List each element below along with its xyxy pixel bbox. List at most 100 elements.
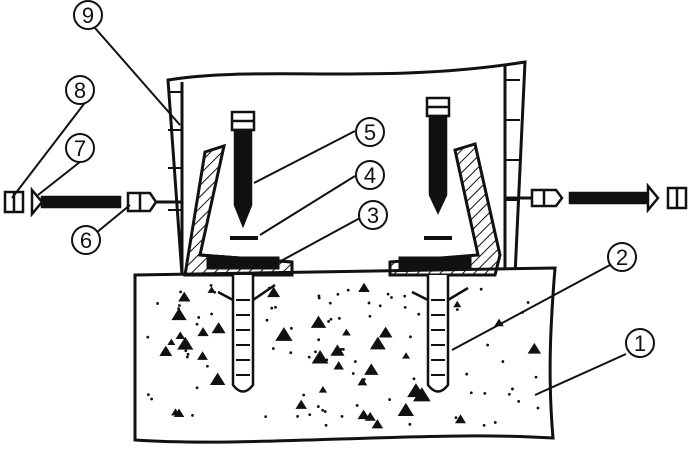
aggregate-grain	[482, 424, 486, 427]
callout-4: 4	[355, 160, 385, 190]
aggregate-stone	[159, 345, 173, 356]
aggregate-grain	[501, 360, 505, 363]
aggregate-grain	[336, 292, 340, 296]
aggregate-grain	[271, 347, 275, 350]
aggregate-stone	[178, 291, 191, 302]
aggregate-grain	[483, 391, 487, 395]
aggregate-grain	[534, 375, 538, 379]
aggregate-grain	[156, 302, 160, 305]
screw-vertical-left	[230, 110, 258, 240]
aggregate-grain	[339, 347, 343, 351]
callout-3: 3	[358, 200, 388, 230]
aggregate-grain	[314, 350, 317, 354]
aggregate-grain	[493, 421, 497, 424]
aggregate-grain	[146, 335, 150, 339]
aggregate-stone	[267, 286, 281, 298]
aggregate-grain	[353, 360, 357, 363]
aggregate-grain	[351, 372, 355, 375]
aggregate-grain	[177, 304, 181, 307]
aggregate-grain	[536, 406, 540, 410]
aggregate-grain	[454, 416, 458, 420]
callout-5-label: 5	[364, 120, 376, 145]
screw-vertical-right	[424, 96, 452, 240]
aggregate-grain	[195, 386, 199, 390]
aggregate-grain	[323, 410, 327, 413]
aggregate-grain	[146, 393, 150, 397]
aggregate-grain	[341, 347, 345, 351]
aggregate-grain	[307, 355, 311, 359]
aggregate-dots	[146, 282, 542, 429]
aggregate-stone	[357, 377, 368, 386]
aggregate-grain	[526, 301, 530, 304]
bracket-left	[183, 143, 294, 277]
aggregate-grain	[191, 413, 194, 417]
aggregate-stone	[454, 414, 466, 424]
aggregate-grain	[209, 284, 213, 287]
aggregate-stone	[177, 336, 194, 350]
aggregate-grain	[327, 320, 331, 323]
aggregate-grain	[324, 423, 328, 427]
aggregate-stone	[364, 363, 379, 375]
aggregate-grain	[368, 314, 372, 318]
aggregate-grain	[308, 413, 312, 417]
aggregate-grain	[195, 322, 199, 326]
aggregate-stone	[173, 408, 185, 417]
aggregate-grain	[328, 301, 332, 305]
aggregate-grain	[289, 326, 293, 330]
aggregate-stone	[527, 342, 542, 354]
aggregate-grain	[403, 294, 407, 298]
aggregate-stone	[175, 331, 186, 339]
callout-6-label: 6	[80, 228, 92, 253]
aggregate-stone	[330, 344, 345, 356]
aggregate-grain	[367, 301, 371, 305]
aggregate-stone	[197, 327, 209, 337]
aggregate-grain	[329, 317, 333, 321]
anchor-right	[411, 275, 469, 393]
aggregate-stone	[378, 326, 393, 338]
aggregate-grain	[403, 305, 407, 309]
callout-9: 9	[73, 0, 103, 30]
aggregate-grain	[316, 405, 320, 408]
aggregate-stone	[311, 350, 329, 364]
aggregate-grain	[325, 358, 329, 362]
callout-7: 7	[65, 133, 95, 163]
aggregate-grain	[386, 292, 390, 296]
aggregate-stone	[318, 385, 328, 393]
aggregate-grain	[265, 318, 269, 322]
aggregate-stone	[342, 328, 351, 336]
callout-8: 8	[65, 75, 95, 105]
aggregate-grain	[517, 399, 521, 403]
aggregate-stone	[171, 307, 187, 321]
aggregate-grain	[486, 343, 490, 347]
callout-8-label: 8	[74, 78, 86, 103]
aggregate-grain	[408, 422, 412, 426]
aggregate-grain	[479, 287, 483, 291]
aggregate-grain	[206, 364, 209, 368]
aggregate-stone	[397, 402, 414, 416]
aggregate-stone	[167, 338, 176, 346]
callout-4-label: 4	[364, 163, 376, 188]
aggregate-stone	[310, 315, 327, 328]
aggregate-grain	[388, 398, 392, 401]
aggregate-grain	[417, 312, 421, 316]
leader-lines	[11, 27, 627, 396]
aggregate-grain	[355, 404, 359, 407]
aggregate-stone	[207, 286, 216, 293]
aggregate-grain	[274, 305, 277, 309]
aggregate-stone	[402, 352, 411, 359]
concrete-slab	[133, 266, 557, 444]
aggregate-grain	[511, 387, 514, 391]
aggregate-stone	[358, 282, 370, 292]
aggregate-stone	[209, 372, 226, 385]
callout-2-label: 2	[616, 245, 628, 270]
aggregate-stone	[295, 399, 307, 409]
aggregate-grain	[179, 290, 183, 294]
aggregate-grain	[340, 415, 344, 418]
aggregate-grain	[302, 393, 306, 397]
aggregate-grain	[289, 351, 293, 355]
aggregate-grain	[412, 377, 416, 381]
aggregate-grain	[378, 304, 382, 308]
aggregate-stone	[453, 300, 462, 308]
aggregate-grain	[317, 338, 321, 342]
